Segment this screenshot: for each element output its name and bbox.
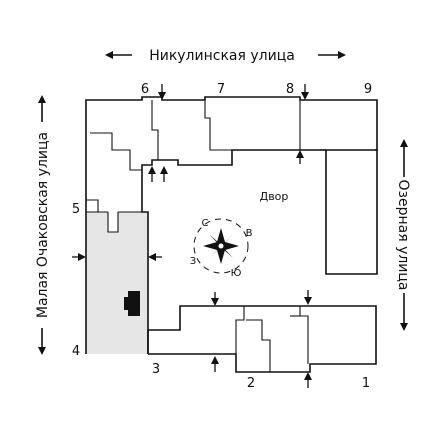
section-number-5: 5: [72, 202, 80, 217]
courtyard-label: Двор: [260, 190, 289, 203]
section-number-2: 2: [247, 376, 255, 391]
section-number-1: 1: [362, 376, 370, 391]
compass-north: С: [202, 218, 209, 229]
compass-rose-icon: С В Ю З: [190, 218, 253, 279]
compass-south: Ю: [231, 268, 242, 279]
entrance-arrows: [72, 84, 312, 388]
selected-unit-marker[interactable]: [124, 291, 140, 316]
building-outline: [85, 96, 378, 373]
section-number-8: 8: [286, 82, 294, 97]
section-number-4: 4: [72, 344, 80, 359]
compass-west: З: [190, 256, 196, 267]
street-left: Малая Очаковская улица: [35, 95, 51, 355]
street-right-label: Озерная улица: [395, 179, 411, 290]
section-number-3: 3: [152, 362, 160, 377]
compass-east: В: [246, 228, 253, 239]
street-top-label: Никулинская улица: [149, 48, 295, 64]
highlighted-section[interactable]: [86, 212, 148, 354]
street-top: Никулинская улица: [105, 48, 346, 64]
street-left-label: Малая Очаковская улица: [35, 132, 51, 318]
section-number-7: 7: [217, 82, 225, 97]
section-numbers: 1 2 3 4 5 6 7 8 9: [72, 82, 372, 391]
section-number-9: 9: [364, 82, 372, 97]
street-right: Озерная улица: [395, 139, 411, 331]
section-number-6: 6: [141, 82, 149, 97]
